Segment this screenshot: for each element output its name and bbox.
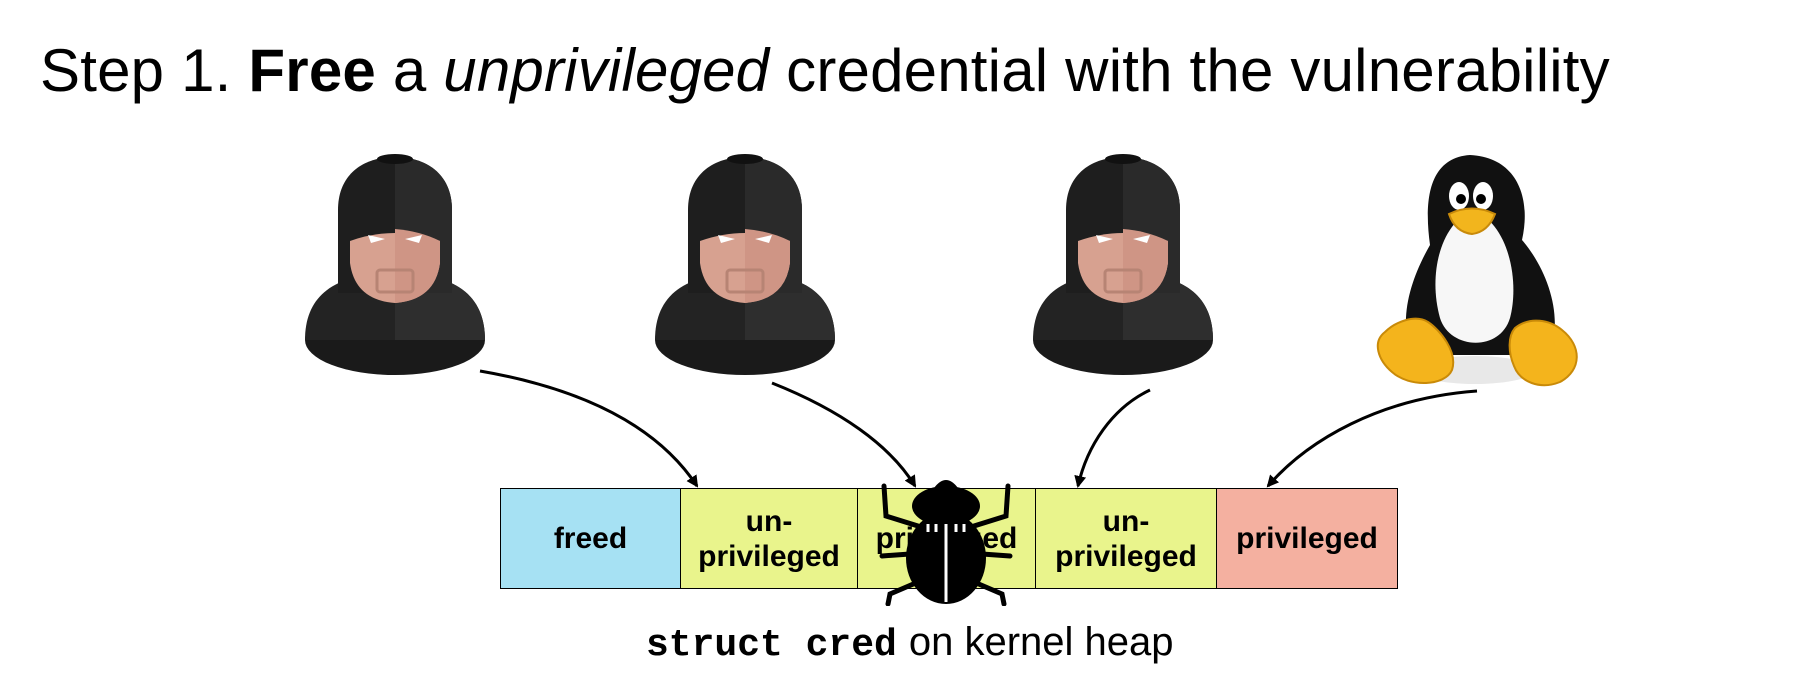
title-bold-word: Free: [248, 37, 376, 104]
hacker-icon: [653, 152, 837, 377]
heap-caption: struct cred on kernel heap: [646, 620, 1174, 667]
title-rest: credential with the vulnerability: [786, 37, 1610, 104]
hacker-icon: [1031, 152, 1215, 377]
slide-title: Step 1. Free a unprivileged credential w…: [40, 36, 1610, 105]
heap-slot-privileged: privileged: [1217, 489, 1397, 588]
title-article: a: [392, 37, 427, 104]
heap-slot-freed: freed: [501, 489, 681, 588]
linux-penguin-icon: [1376, 155, 1578, 387]
bug-icon: [879, 480, 1013, 606]
struct-cred-code: struct cred: [646, 624, 897, 667]
title-prefix: Step 1.: [40, 37, 232, 104]
heap-slot-unprivileged: un- privileged: [1036, 489, 1217, 588]
heap-slot-unprivileged: un- privileged: [681, 489, 858, 588]
hacker-icon: [303, 152, 487, 377]
title-italic-word: unprivileged: [443, 37, 770, 104]
caption-text: on kernel heap: [908, 620, 1174, 664]
